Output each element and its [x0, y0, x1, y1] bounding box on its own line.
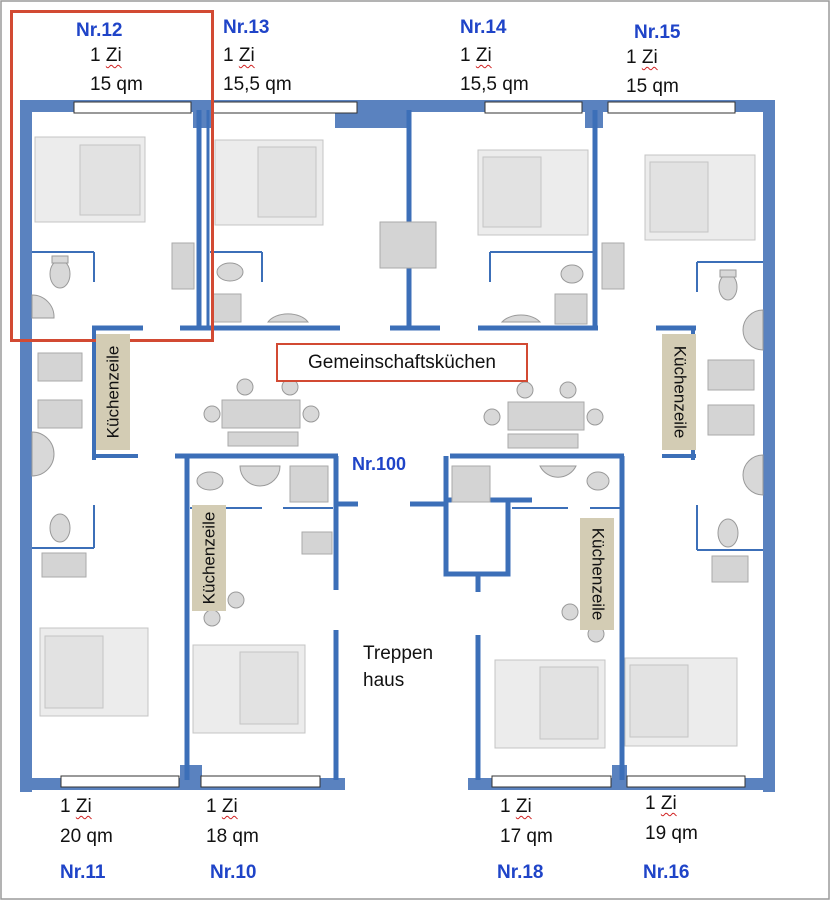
room-size-13: 15,5 qm	[223, 74, 292, 95]
stairwell-line-2: haus	[363, 670, 405, 691]
bed	[644, 154, 756, 241]
kitchenette-room-18: Küchenzeile	[580, 518, 614, 630]
beds	[34, 136, 756, 749]
bed	[214, 139, 324, 226]
room-number-12: Nr.12	[76, 20, 123, 41]
room-number-18: Nr.18	[497, 862, 544, 883]
common-kitchen-text: Gemeinschaftsküchen	[308, 351, 496, 373]
room-size-10: 18 qm	[206, 826, 259, 847]
room-number-14: Nr.14	[460, 17, 507, 38]
sanitary-and-chairs	[31, 255, 764, 643]
room-number-11: Nr.11	[60, 862, 106, 883]
room-type-14: 1 Zi	[460, 45, 492, 66]
room-size-12: 15 qm	[90, 74, 143, 95]
room-size-14: 15,5 qm	[460, 74, 529, 95]
kitchenette-label: Küchenzeile	[670, 345, 689, 439]
room-number-13: Nr.13	[223, 17, 270, 38]
kitchenette-label: Küchenzeile	[588, 527, 607, 621]
kitchenette-room-10: Küchenzeile	[192, 505, 226, 611]
bed	[34, 136, 146, 223]
room-size-15: 15 qm	[626, 76, 679, 97]
room-type-12: 1 Zi	[90, 45, 122, 66]
right-wall	[763, 100, 775, 792]
room-number-16: Nr.16	[643, 862, 690, 883]
common-kitchen-label: Gemeinschaftsküchen	[276, 343, 528, 382]
left-wall	[20, 100, 32, 792]
room-type-16: 1 Zi	[645, 793, 677, 814]
room-size-11: 20 qm	[60, 826, 113, 847]
stairwell-label: Treppen haus	[363, 640, 433, 694]
kitchenette-left: Küchenzeile	[96, 334, 130, 450]
windows	[60, 101, 746, 788]
stairwell-number: Nr.100	[352, 454, 407, 474]
kitchenette-label: Küchenzeile	[103, 345, 122, 439]
bed	[477, 149, 589, 236]
bed	[39, 627, 149, 717]
stairwell-line-1: Treppen	[363, 643, 434, 664]
room-type-11: 1 Zi	[60, 796, 92, 817]
bed	[624, 657, 738, 747]
room-number-15: Nr.15	[634, 22, 681, 43]
kitchenette-right: Küchenzeile	[662, 334, 696, 450]
interior-walls	[32, 110, 763, 780]
furniture	[37, 221, 755, 583]
room-type-13: 1 Zi	[223, 45, 255, 66]
room-size-18: 17 qm	[500, 826, 553, 847]
room-type-18: 1 Zi	[500, 796, 532, 817]
room-size-16: 19 qm	[645, 823, 698, 844]
bed	[494, 659, 606, 749]
room-number-10: Nr.10	[210, 862, 257, 883]
room-type-15: 1 Zi	[626, 47, 658, 68]
bed	[192, 644, 306, 734]
room-type-10: 1 Zi	[206, 796, 238, 817]
kitchenette-label: Küchenzeile	[199, 511, 218, 605]
